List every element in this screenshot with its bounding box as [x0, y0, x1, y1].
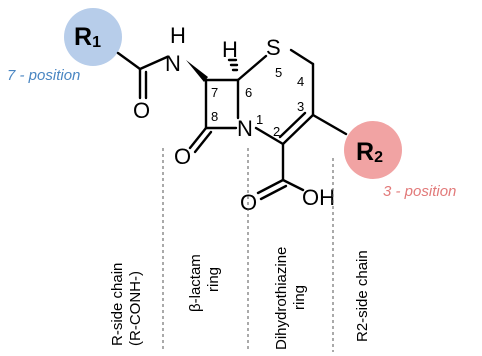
- ring-number-3: 3: [297, 99, 304, 114]
- carboxyl-hydroxyl-label: OH: [302, 185, 335, 210]
- ring-number-8: 8: [211, 109, 218, 124]
- ring-number-7: 7: [211, 85, 218, 100]
- bond-lines: [116, 48, 348, 201]
- carboxyl-oxygen-label: O: [240, 190, 257, 215]
- r1-label: R1: [74, 23, 101, 51]
- r1-position-label: 7 - position: [7, 67, 80, 84]
- ring-number-1: 1: [256, 112, 263, 127]
- ring-number-2: 2: [273, 124, 280, 139]
- region-label-beta-lactam: β-lactam ring: [187, 250, 222, 312]
- amide-hydrogen-label: H: [170, 23, 186, 48]
- region-label-side-chain: R-side chain (R-CONH-): [109, 258, 144, 346]
- region-label-r2-side-chain: R2-side chain: [354, 250, 371, 342]
- r2-label: R2: [356, 138, 383, 166]
- r2-circle: [344, 121, 402, 179]
- stereo-hydrogen-label: H: [222, 37, 238, 62]
- r1-circle: [64, 8, 122, 66]
- region-label-dihydrothiazine: Dihydrothiazine ring: [273, 242, 308, 350]
- amide-oxygen-label: O: [133, 98, 150, 123]
- sulfur-label: S: [266, 35, 281, 60]
- ring-nitrogen-label: N: [237, 116, 253, 141]
- r2-position-label: 3 - position: [383, 183, 456, 200]
- ring-number-4: 4: [297, 74, 304, 89]
- ring-number-5: 5: [275, 65, 282, 80]
- ring-number-6: 6: [245, 85, 252, 100]
- amide-nitrogen-label: N: [165, 51, 181, 76]
- hashed-stereo-bond: [227, 58, 239, 72]
- lactam-oxygen-label: O: [174, 144, 191, 169]
